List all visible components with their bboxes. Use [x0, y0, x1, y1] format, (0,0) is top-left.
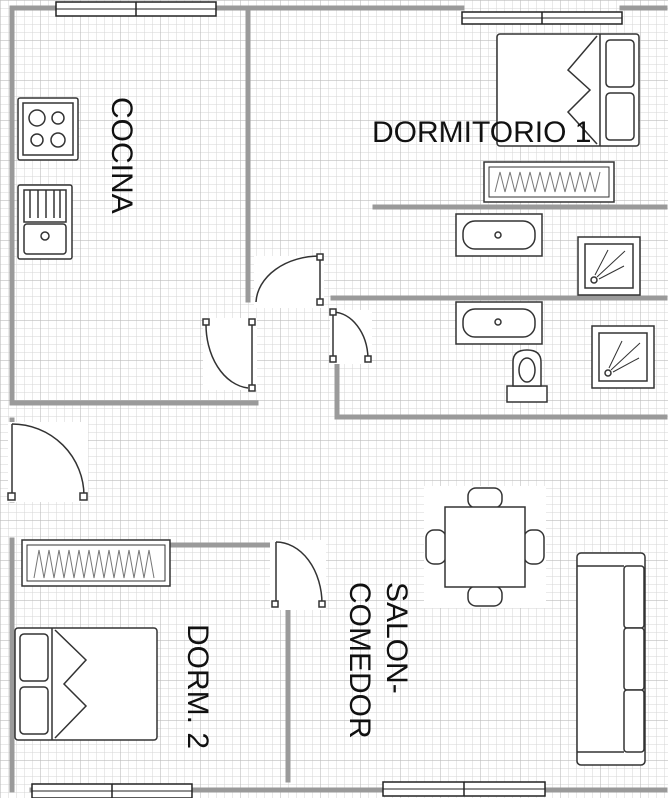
sink-icon: [17, 184, 73, 260]
window-bottom-left: [31, 783, 193, 798]
door-swing-icon: [254, 253, 324, 308]
room-label-salon: SALON-: [380, 582, 413, 694]
room-label-dorm-2: DORM. 2: [181, 624, 214, 749]
door-swing-icon: [202, 318, 257, 392]
double-bed-icon: [14, 627, 158, 741]
window-top-right: [461, 11, 623, 25]
double-bed-icon: [496, 33, 640, 147]
bathtub-icon: [455, 301, 543, 345]
toilet-icon: [506, 349, 548, 403]
room-label-dormitorio-1: DORMITORIO 1: [372, 116, 591, 149]
bathtub-icon: [455, 213, 543, 257]
door-swing-icon: [7, 422, 88, 502]
wardrobe-icon: [483, 161, 615, 203]
stove-icon: [17, 97, 79, 161]
room-label-cocina: COCINA: [105, 97, 138, 214]
shower-icon: [577, 236, 641, 296]
window-bottom-right: [382, 781, 546, 797]
wardrobe-icon: [21, 539, 171, 587]
door-swing-icon: [329, 308, 372, 364]
door-swing-icon: [270, 540, 326, 610]
sofa-icon: [576, 552, 646, 766]
shower-icon: [591, 325, 655, 389]
dining-table-icon: [424, 486, 546, 608]
room-label-comedor: COMEDOR: [343, 582, 376, 739]
window-top-left: [55, 1, 217, 17]
